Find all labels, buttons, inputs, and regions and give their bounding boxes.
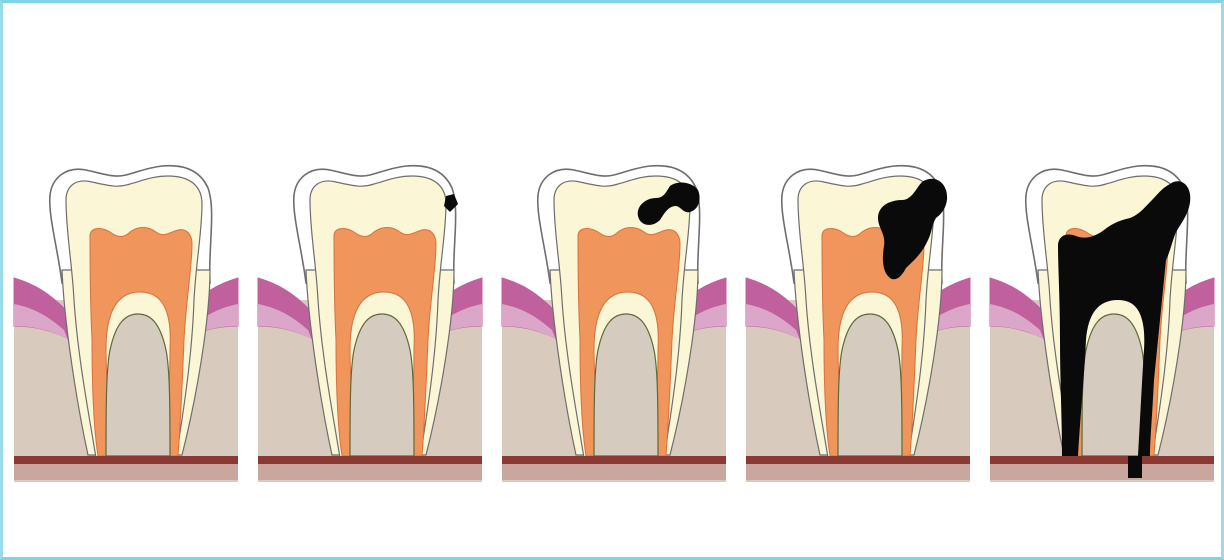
- tooth-panel-dentin-caries: [502, 166, 726, 482]
- tooth-panel-healthy-tooth: [14, 166, 238, 482]
- base-band: [258, 456, 482, 464]
- abscess: [1128, 456, 1142, 478]
- base-band-lower: [990, 464, 1214, 480]
- base-band-lower: [502, 464, 726, 480]
- base-band-lower: [258, 464, 482, 480]
- base-band: [990, 456, 1214, 464]
- inner-bone-arch: [1082, 314, 1146, 456]
- base-band: [746, 456, 970, 464]
- tooth-panel-deep-caries: [746, 166, 970, 482]
- tooth-panel-enamel-caries: [258, 166, 482, 482]
- base-band: [14, 456, 238, 464]
- base-band-lower: [14, 464, 238, 480]
- tooth-panel-pulp-necrosis: [990, 166, 1214, 482]
- base-band-lower: [746, 464, 970, 480]
- inner-bone-arch: [594, 314, 658, 456]
- base-band: [502, 456, 726, 464]
- inner-bone-arch: [350, 314, 414, 456]
- inner-bone-arch: [106, 314, 170, 456]
- inner-bone-arch: [838, 314, 902, 456]
